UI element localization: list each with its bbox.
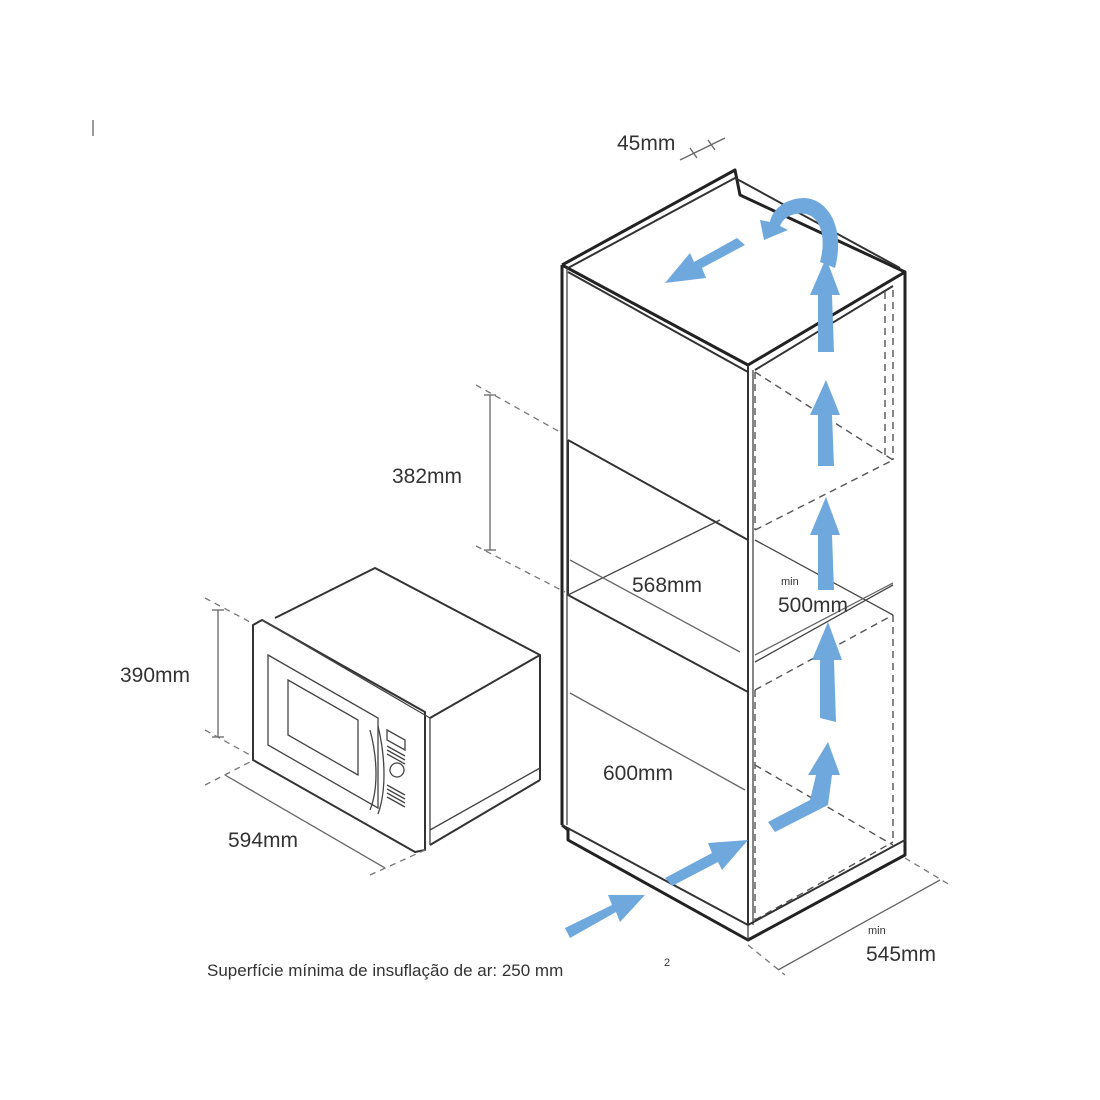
label-568mm: 568mm: [632, 574, 702, 597]
arrow-bend: [768, 742, 840, 832]
arrow-inflow-2: [665, 840, 748, 886]
tall-cabinet: [560, 168, 907, 942]
caption-superscript: 2: [664, 957, 670, 969]
caption-text: Superfície mínima de insuflação de ar: 2…: [207, 961, 563, 980]
dim-min-500mm: min 500mm: [754, 576, 894, 656]
arrow-up-1: [812, 622, 842, 722]
arrow-up-2: [810, 497, 840, 590]
label-500mm: 500mm: [778, 594, 848, 617]
label-382mm: 382mm: [392, 465, 462, 488]
dim-568mm: 568mm: [569, 559, 741, 653]
label-594mm: 594mm: [228, 829, 298, 852]
dim-382mm: 382mm: [392, 384, 566, 593]
dim-600mm: 600mm: [569, 692, 746, 791]
arrow-inflow-1: [565, 895, 645, 938]
microwave-oven: [252, 567, 541, 853]
dim-390mm: 390mm: [120, 597, 251, 756]
dim-594mm: 594mm: [204, 761, 426, 876]
dim-min-545mm: min 545mm: [747, 857, 951, 976]
label-545mm: 545mm: [866, 943, 936, 966]
dim-45mm: 45mm: [617, 132, 726, 161]
arrow-outflow: [665, 238, 745, 283]
airflow-arrows: [565, 198, 842, 938]
label-545mm-min: min: [868, 925, 886, 937]
label-600mm: 600mm: [603, 762, 673, 785]
label-45mm: 45mm: [617, 132, 675, 155]
caption: Superfície mínima de insuflação de ar: 2…: [207, 957, 670, 980]
label-500mm-min: min: [781, 576, 799, 588]
arrow-up-3: [810, 380, 840, 466]
arrow-curve-top: [760, 198, 839, 268]
label-390mm: 390mm: [120, 664, 190, 687]
arrow-up-4: [810, 258, 840, 352]
